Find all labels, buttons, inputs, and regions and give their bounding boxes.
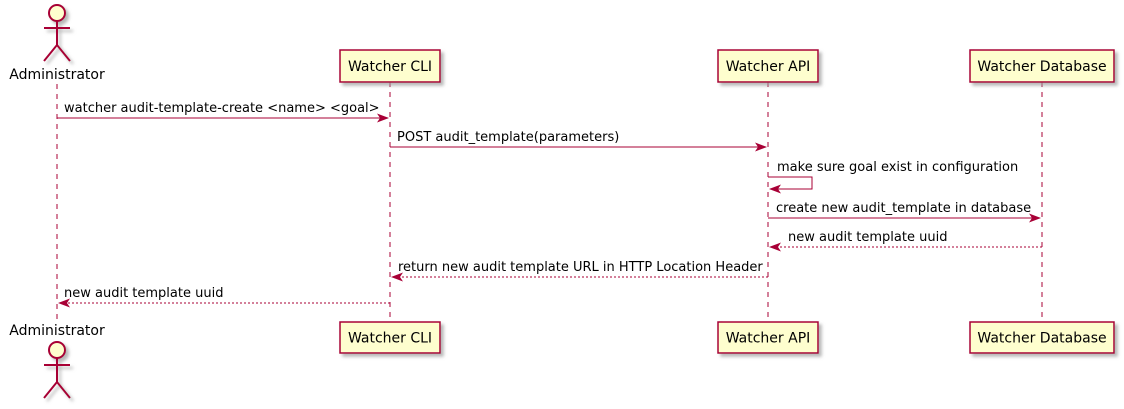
message-label: POST audit_template(parameters) bbox=[397, 130, 619, 145]
participant-box-rect bbox=[717, 321, 819, 354]
participant-box-watcher-database-top: Watcher Database bbox=[969, 49, 1115, 83]
arrowhead-icon bbox=[755, 142, 767, 152]
message-5: new audit template uuid bbox=[769, 230, 1042, 252]
arrowhead-icon bbox=[377, 113, 389, 123]
message-label: new audit template uuid bbox=[788, 230, 947, 245]
participant-box-rect bbox=[339, 49, 441, 83]
message-label: new audit template uuid bbox=[64, 286, 223, 301]
actor-administrator-top: Administrator bbox=[9, 4, 105, 83]
participant-box-rect bbox=[969, 49, 1115, 83]
actor-figure-icon bbox=[43, 341, 71, 399]
arrowhead-icon bbox=[1029, 213, 1041, 223]
participant-box-rect bbox=[969, 321, 1115, 354]
participant-box-watcher-cli-top: Watcher CLI bbox=[339, 49, 441, 83]
actor-label: Administrator bbox=[9, 323, 105, 339]
participant-label: Watcher CLI bbox=[348, 331, 432, 347]
participant-box-watcher-cli-bottom: Watcher CLI bbox=[339, 321, 441, 354]
message-label: watcher audit-template-create <name> <go… bbox=[64, 101, 380, 116]
participant-box-rect bbox=[339, 321, 441, 354]
self-message-line bbox=[768, 176, 813, 190]
actor-administrator-bottom: Administrator bbox=[9, 323, 105, 399]
actor-figure-icon bbox=[43, 4, 71, 62]
arrowhead-icon bbox=[391, 272, 403, 282]
message-2: POST audit_template(parameters) bbox=[390, 130, 767, 152]
participant-box-rect bbox=[717, 49, 819, 83]
actor-head bbox=[48, 4, 66, 22]
participant-box-watcher-api-top: Watcher API bbox=[717, 49, 819, 83]
participant-label: Watcher API bbox=[726, 59, 811, 75]
participant-label: Watcher Database bbox=[977, 59, 1106, 75]
message-label: create new audit_template in database bbox=[776, 201, 1031, 216]
message-6: return new audit template URL in HTTP Lo… bbox=[391, 260, 768, 282]
message-4: create new audit_template in database bbox=[768, 201, 1041, 223]
actor-head bbox=[48, 341, 66, 359]
arrowhead-icon bbox=[769, 184, 781, 194]
participant-label: Watcher Database bbox=[977, 331, 1106, 347]
participant-label: Watcher API bbox=[726, 331, 811, 347]
message-7: new audit template uuid bbox=[58, 286, 390, 308]
actor-leg-left bbox=[43, 44, 58, 62]
actor-label: Administrator bbox=[9, 67, 105, 83]
actor-leg-right bbox=[56, 381, 71, 399]
arrowhead-icon bbox=[58, 298, 70, 308]
participant-label: Watcher CLI bbox=[348, 59, 432, 75]
message-1: watcher audit-template-create <name> <go… bbox=[57, 101, 389, 123]
message-3: make sure goal exist in configuration bbox=[768, 160, 1018, 194]
participant-box-watcher-api-bottom: Watcher API bbox=[717, 321, 819, 354]
participant-box-watcher-database-bottom: Watcher Database bbox=[969, 321, 1115, 354]
message-label: make sure goal exist in configuration bbox=[777, 160, 1018, 175]
arrowhead-icon bbox=[769, 242, 781, 252]
message-label: return new audit template URL in HTTP Lo… bbox=[398, 260, 763, 275]
actor-leg-right bbox=[56, 44, 71, 62]
actor-leg-left bbox=[43, 381, 58, 399]
